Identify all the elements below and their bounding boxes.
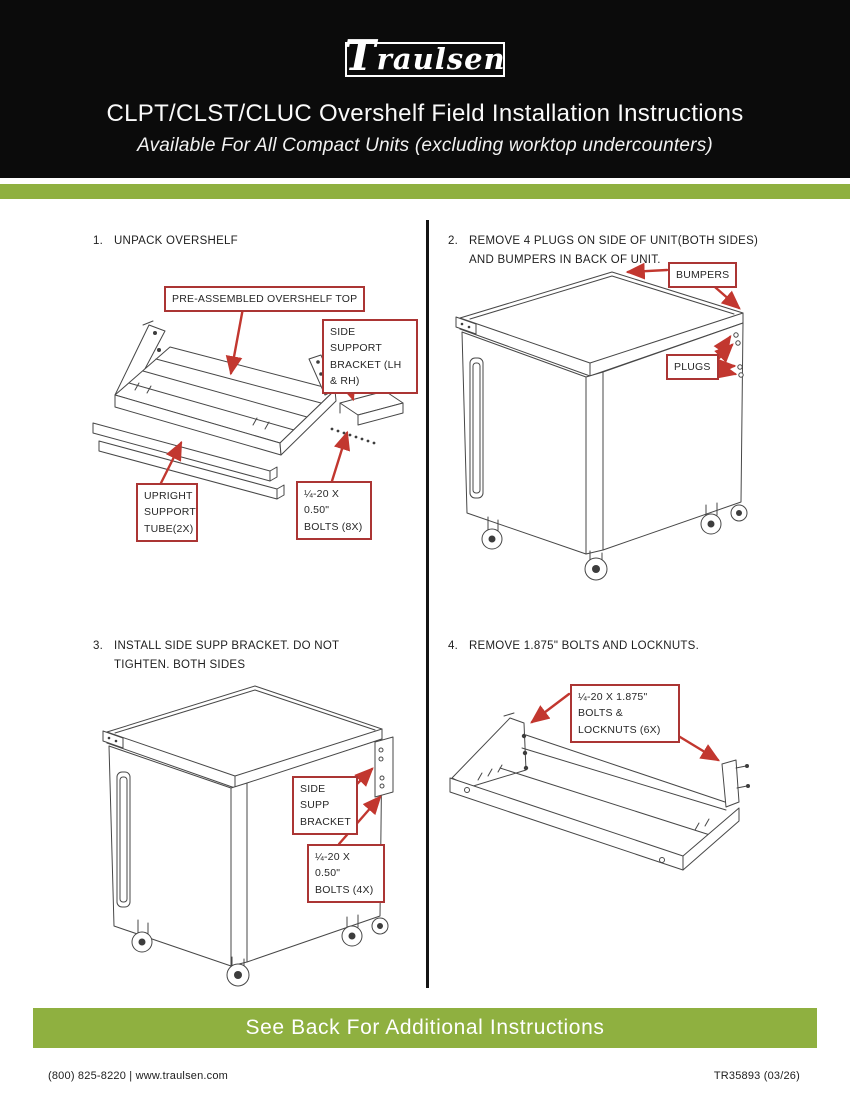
see-back-banner: See Back For Additional Instructions xyxy=(33,1008,817,1048)
callout-overshelf-top: PRE-ASSEMBLED OVERSHELF TOP xyxy=(164,286,366,313)
callout-side-support-bracket: SIDE SUPPORT BRACKET (LH & RH) xyxy=(322,319,418,395)
unit-drawing-step3 xyxy=(102,685,394,987)
callout-side-supp-bracket: SIDE SUPP BRACKET xyxy=(292,776,358,835)
step-3-text: INSTALL SIDE SUPP BRACKET. DO NOT TIGHTE… xyxy=(114,640,340,671)
step-1-number: 1. xyxy=(93,235,104,247)
callout-bolts-8x: ¼-20 X 0.50" BOLTS (8X) xyxy=(296,481,372,540)
step-2-number: 2. xyxy=(448,235,459,247)
step-4-heading: 4. REMOVE 1.875" BOLTS AND LOCKNUTS. xyxy=(448,637,783,656)
footer-doc-code: TR35893 (03/26) xyxy=(713,1070,800,1082)
logo-rest: raulsen xyxy=(376,41,506,76)
step-3-heading: 3. INSTALL SIDE SUPP BRACKET. DO NOT TIG… xyxy=(93,637,413,675)
callout-bumpers: BUMPERS xyxy=(668,262,738,289)
callout-bolts-4x: ¼-20 X 0.50" BOLTS (4X) xyxy=(307,844,385,903)
step-2-text: REMOVE 4 PLUGS ON SIDE OF UNIT(BOTH SIDE… xyxy=(469,235,759,266)
page-title: CLPT/CLST/CLUC Overshelf Field Installat… xyxy=(106,100,744,127)
step-1-text: UNPACK OVERSHELF xyxy=(114,235,238,247)
footer-contact: (800) 825-8220 | www.traulsen.com xyxy=(48,1070,229,1082)
unit-drawing-step2 xyxy=(455,262,748,581)
traulsen-logo-text: Traulsen xyxy=(344,34,505,76)
step-1-heading: 1. UNPACK OVERSHELF xyxy=(93,232,413,251)
callout-plugs: PLUGS xyxy=(666,354,719,381)
logo-capital: T xyxy=(344,30,377,80)
callout-bolts-locknuts-6x: ¼-20 X 1.875" BOLTS & LOCKNUTS (6X) xyxy=(570,684,680,743)
step-2-heading: 2. REMOVE 4 PLUGS ON SIDE OF UNIT(BOTH S… xyxy=(448,232,783,270)
step-4-text: REMOVE 1.875" BOLTS AND LOCKNUTS. xyxy=(469,640,700,652)
header-band: Traulsen CLPT/CLST/CLUC Overshelf Field … xyxy=(0,0,850,178)
green-divider-bar xyxy=(0,184,850,199)
overshelf-exploded-drawing xyxy=(92,306,404,500)
step-3-number: 3. xyxy=(93,640,104,652)
column-divider xyxy=(426,220,429,988)
see-back-text: See Back For Additional Instructions xyxy=(245,1016,605,1039)
callout-upright-support-tube: UPRIGHT SUPPORT TUBE(2X) xyxy=(136,483,198,542)
step-4-number: 4. xyxy=(448,640,459,652)
traulsen-logo: Traulsen xyxy=(344,34,505,77)
overshelf-bolts-drawing xyxy=(449,692,750,871)
page-subtitle: Available For All Compact Units (excludi… xyxy=(137,135,713,156)
